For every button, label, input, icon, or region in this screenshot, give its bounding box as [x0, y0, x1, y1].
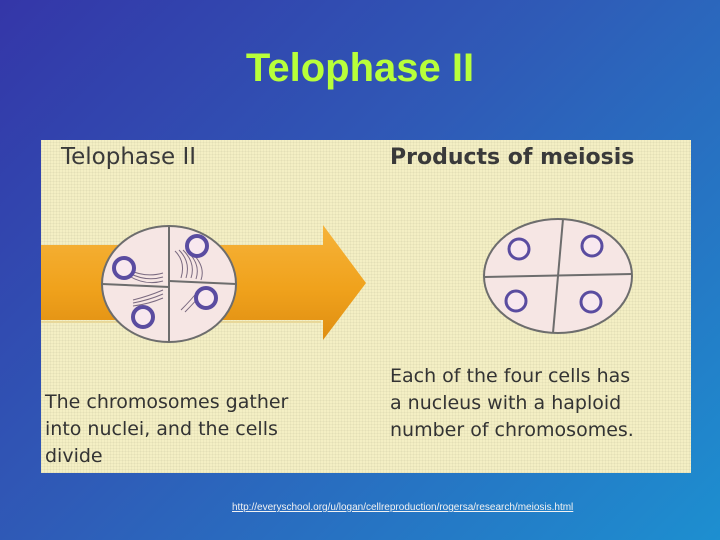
- source-link[interactable]: http://everyschool.org/u/logan/cellrepro…: [232, 502, 574, 513]
- products-caption-line: number of chromosomes.: [390, 419, 634, 441]
- telophase-nucleus-lower-left: [131, 305, 155, 329]
- product-nucleus-lower-right: [579, 290, 603, 314]
- telophase-caption-line: into nuclei, and the cells: [45, 418, 278, 440]
- product-division-horizontal: [483, 273, 633, 278]
- telophase-caption-line: divide: [45, 445, 103, 467]
- product-cell-group: [483, 218, 633, 334]
- products-caption-line: Each of the four cells has: [390, 365, 631, 387]
- slide-title: Telophase II: [245, 46, 475, 90]
- meiosis-figure: Telophase II Products of meiosis The chr…: [41, 140, 691, 473]
- products-heading: Products of meiosis: [390, 145, 635, 170]
- product-nucleus-lower-left: [504, 289, 528, 313]
- products-caption: Each of the four cells has a nucleus wit…: [390, 363, 634, 444]
- telophase-division-horizontal-right: [168, 280, 237, 285]
- telophase-division-horizontal-left: [101, 283, 170, 288]
- telophase-caption: The chromosomes gather into nuclei, and …: [45, 389, 288, 470]
- telophase-caption-line: The chromosomes gather: [45, 391, 289, 413]
- telophase-nucleus-upper-right: [185, 234, 209, 258]
- telophase-heading: Telophase II: [61, 144, 197, 170]
- telophase-cell-group: [101, 225, 237, 343]
- figure-illustration: [41, 218, 633, 343]
- products-caption-line: a nucleus with a haploid: [390, 392, 622, 414]
- product-nucleus-upper-left: [507, 237, 531, 261]
- telophase-nucleus-lower-right: [194, 286, 218, 310]
- telophase-nucleus-upper-left: [112, 256, 136, 280]
- product-nucleus-upper-right: [580, 234, 604, 258]
